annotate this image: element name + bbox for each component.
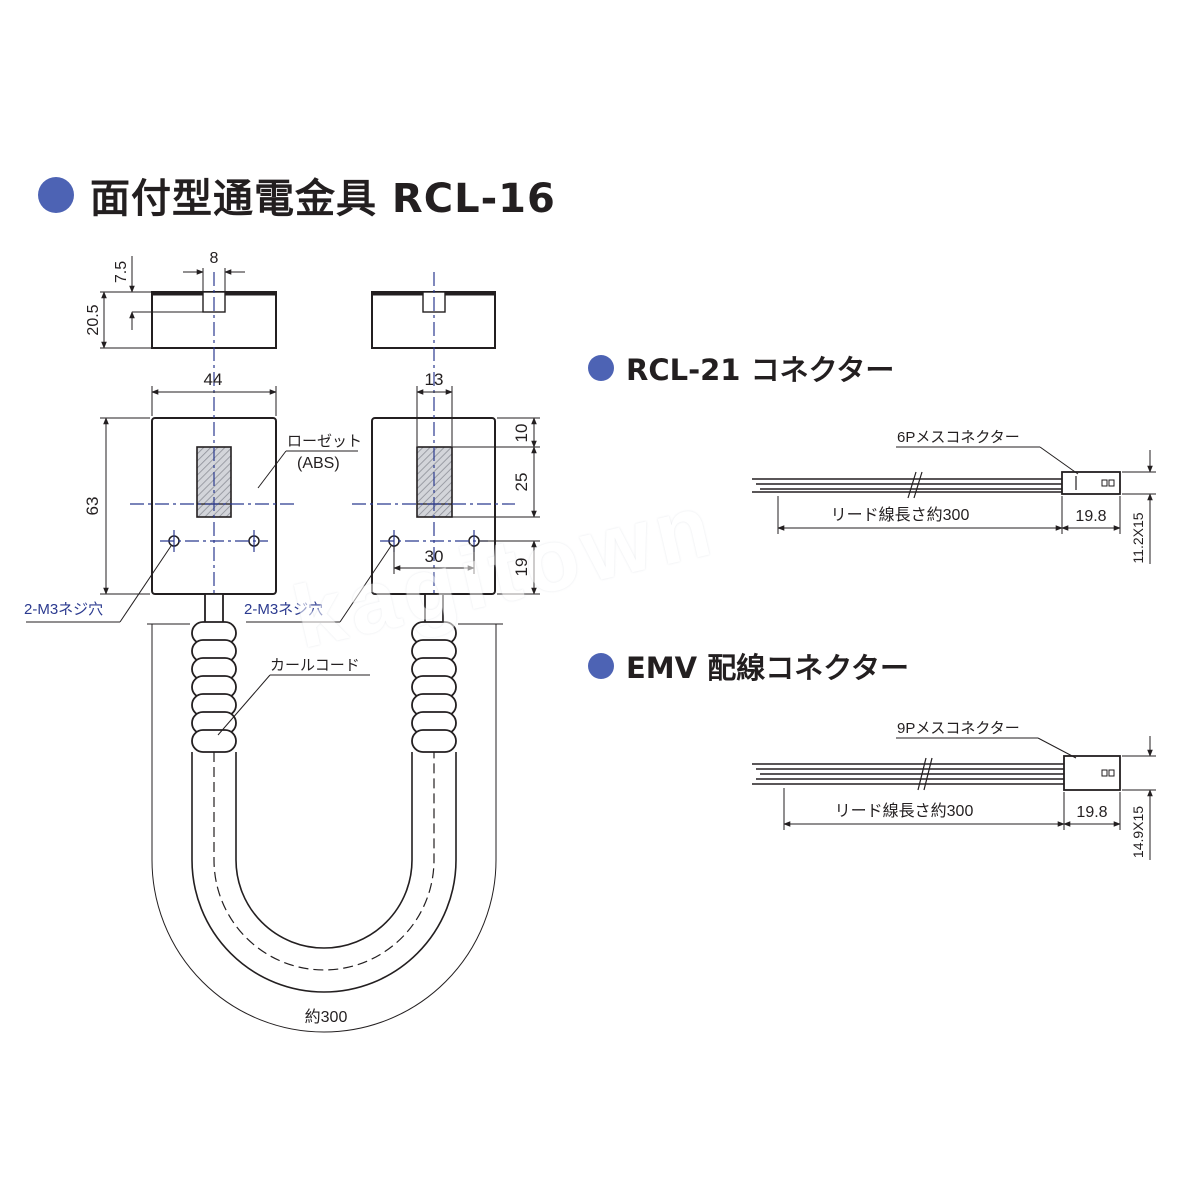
bullet-icon xyxy=(588,355,614,381)
label-curl-cord: カールコード xyxy=(270,657,360,674)
dim-44: 44 xyxy=(204,370,223,389)
rcl21-dim-length: 19.8 xyxy=(1075,508,1106,525)
label-rosette: ローゼット xyxy=(287,433,362,450)
curl-cord-left xyxy=(191,621,237,753)
cable-envelope xyxy=(191,752,457,993)
dim-19: 19 xyxy=(512,558,531,577)
rcl21-dim-size: 11.2X15 xyxy=(1130,512,1146,563)
bullet-icon xyxy=(588,653,614,679)
dim-25: 25 xyxy=(512,473,531,492)
emv-connector-drawing xyxy=(752,736,1156,860)
rcl21-lead-length: リード線長さ約300 xyxy=(831,506,970,524)
dim-8: 8 xyxy=(210,250,219,267)
dim-20-5: 20.5 xyxy=(85,304,102,335)
cable-centerline xyxy=(213,752,435,971)
label-screw-left: 2-M3ネジ穴 xyxy=(24,601,103,618)
title-rcl16: 面付型通電金具 RCL-16 xyxy=(90,176,556,222)
rcl21-connector-drawing xyxy=(752,446,1156,564)
emv-connector-label: 9Pメスコネクター xyxy=(897,720,1020,737)
page-title: 面付型通電金具 RCL-16 xyxy=(38,166,556,224)
curl-cord-right xyxy=(411,621,457,753)
emv-dim-length: 19.8 xyxy=(1076,804,1107,821)
rcl21-connector-label: 6Pメスコネクター xyxy=(897,429,1020,446)
dim-30: 30 xyxy=(425,547,444,566)
dim-63: 63 xyxy=(83,497,102,516)
dim-7-5: 7.5 xyxy=(113,261,130,283)
label-screw-right: 2-M3ネジ穴 xyxy=(244,601,323,618)
emv-dim-size: 14.9X15 xyxy=(1130,806,1146,858)
emv-lead-length: リード線長さ約300 xyxy=(835,802,974,820)
section-title-rcl21: RCL-21 コネクター xyxy=(588,347,894,389)
dim-13: 13 xyxy=(425,370,444,389)
side-view-right xyxy=(371,291,496,349)
bullet-icon xyxy=(38,177,74,213)
title-rcl21: RCL-21 コネクター xyxy=(626,353,895,387)
title-emv: EMV 配線コネクター xyxy=(626,651,910,685)
label-cable-length: 約300 xyxy=(305,1008,348,1026)
dim-10: 10 xyxy=(512,424,531,443)
label-abs: (ABS) xyxy=(297,455,340,472)
section-title-emv: EMV 配線コネクター xyxy=(588,645,909,687)
